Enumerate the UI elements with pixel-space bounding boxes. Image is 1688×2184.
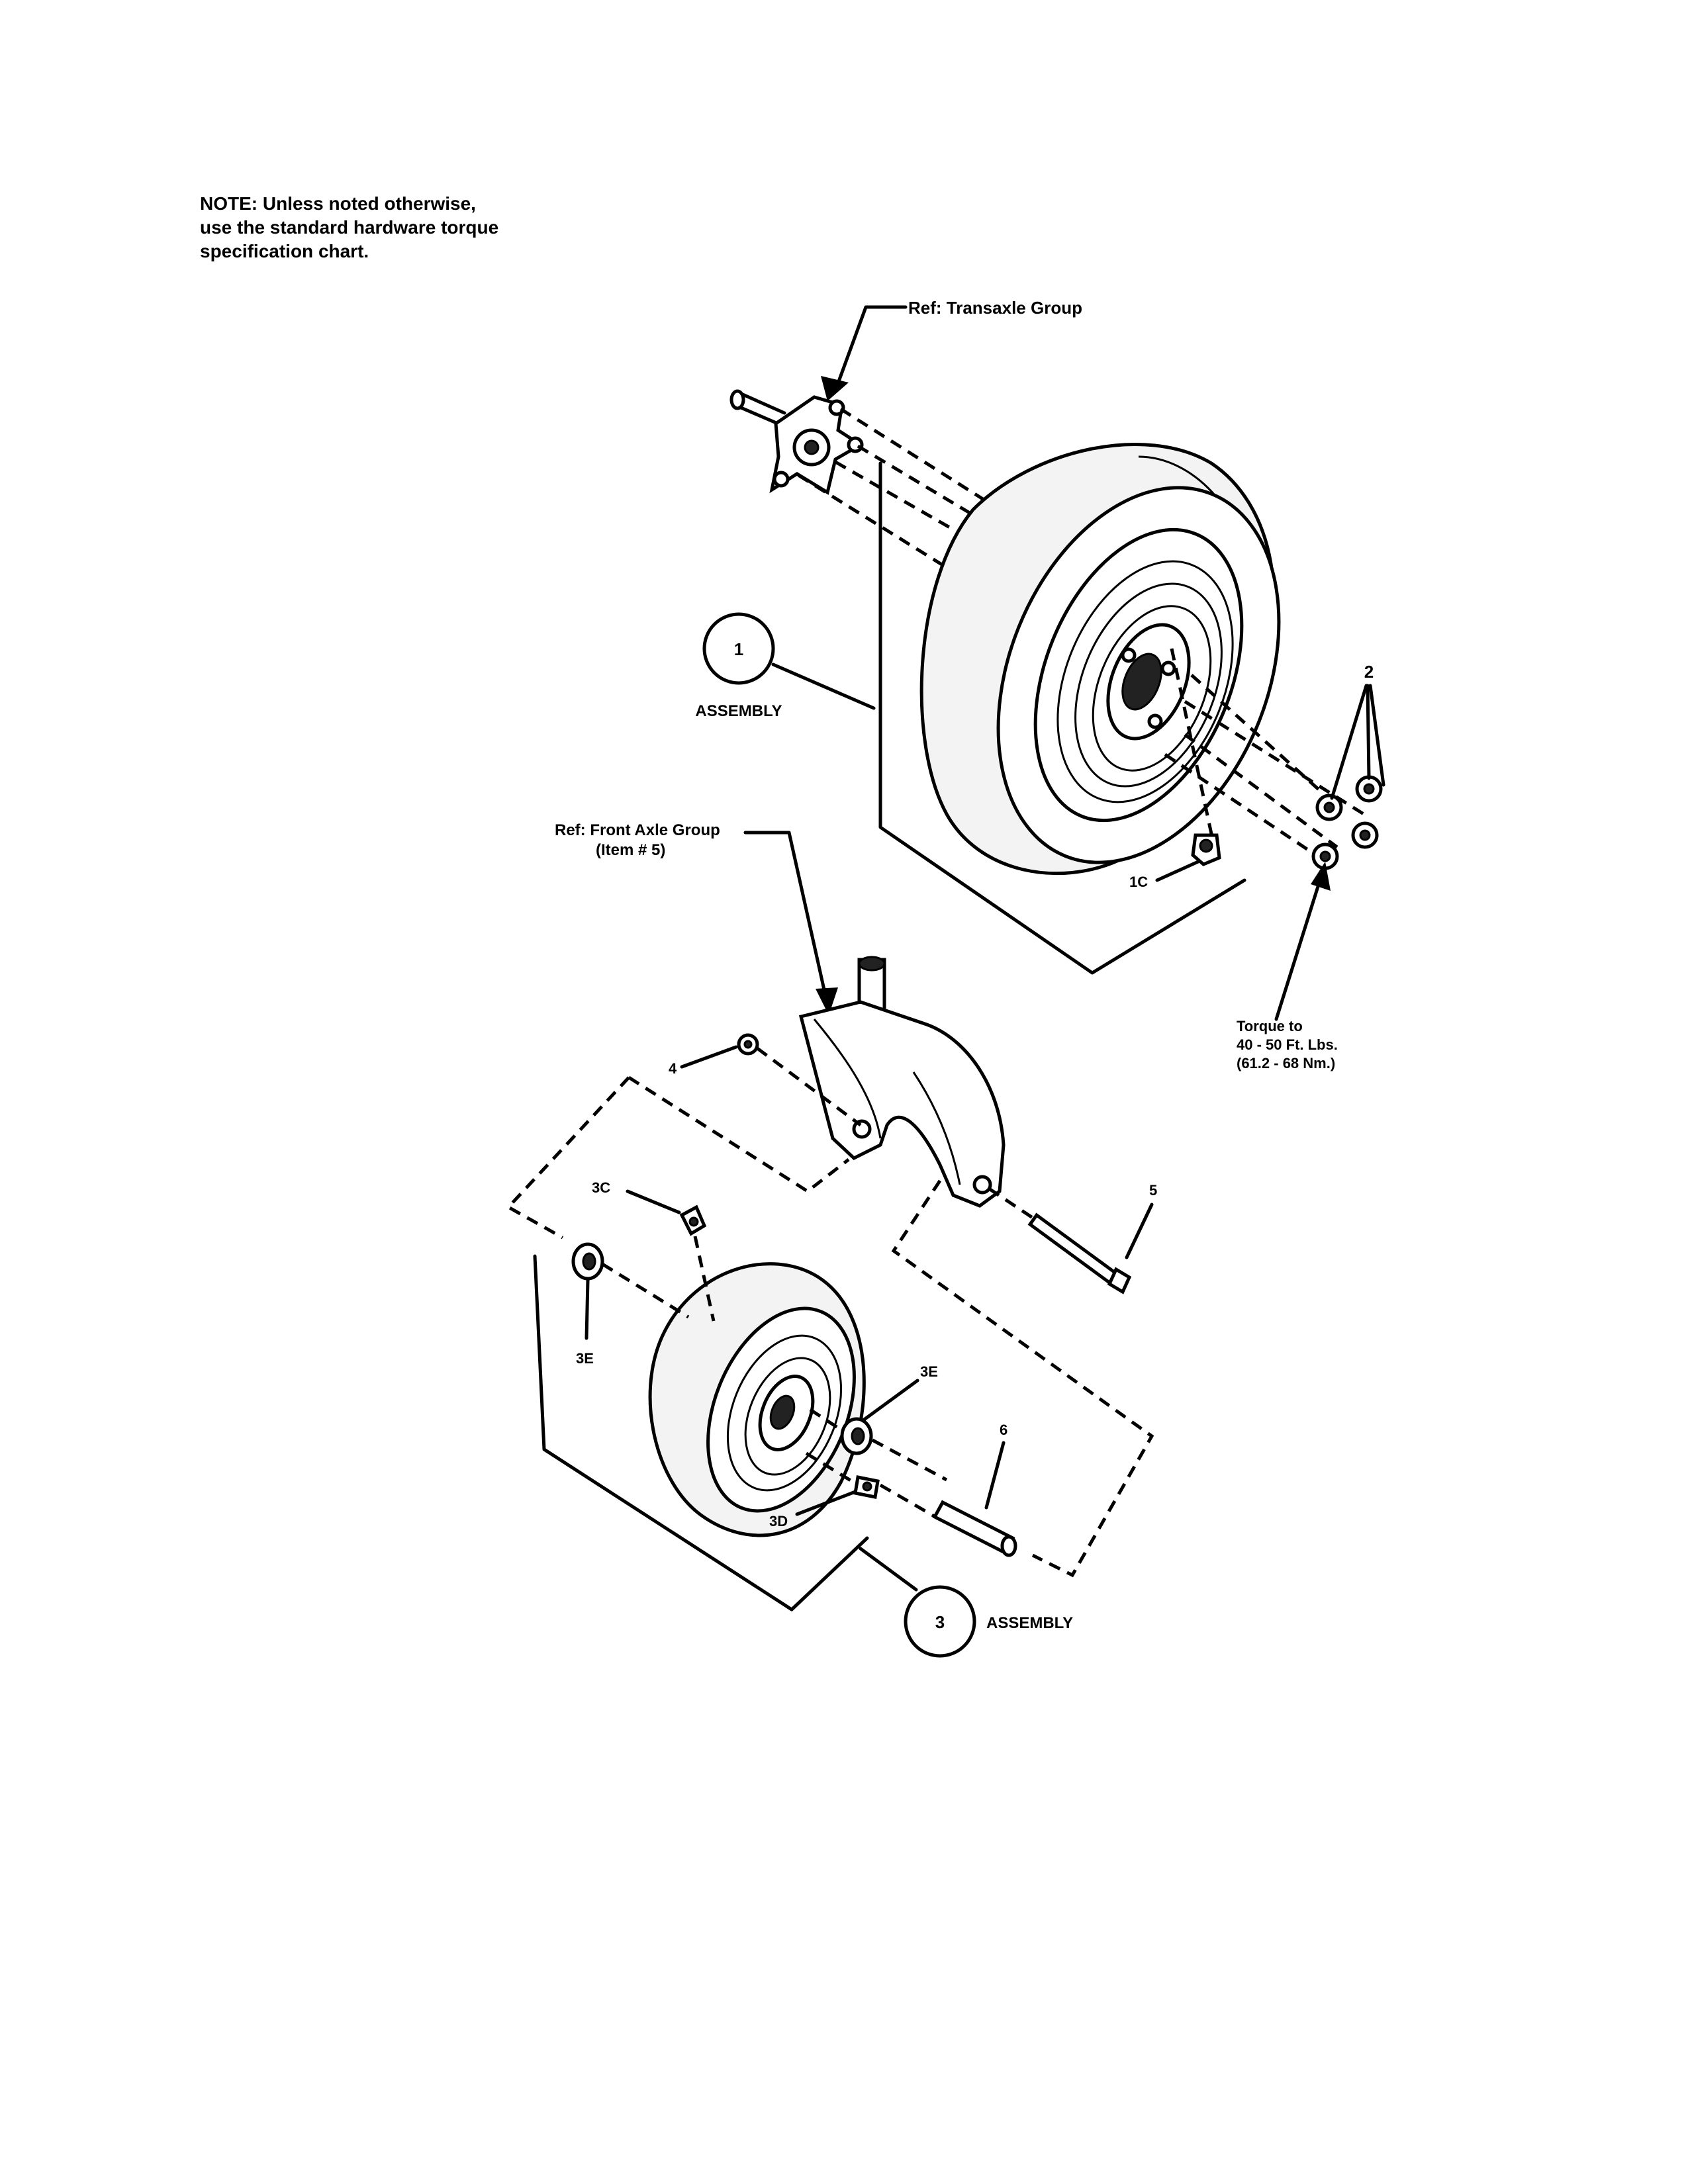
item2-callout: 2 bbox=[1330, 662, 1385, 800]
hub-stud-alignment-lines bbox=[797, 407, 1001, 578]
item1c-callout: 1C bbox=[1129, 860, 1200, 890]
item3c-label: 3C bbox=[592, 1179, 610, 1196]
grease-fitting-3c: 3C bbox=[592, 1179, 716, 1322]
item3-number: 3 bbox=[935, 1612, 945, 1632]
valve-stem-3d: 3D bbox=[769, 1451, 880, 1529]
note-line-2: use the standard hardware torque bbox=[200, 217, 499, 238]
note-line-1: NOTE: Unless noted otherwise, bbox=[200, 193, 476, 214]
caster-nut-4: 4 bbox=[669, 1033, 862, 1127]
spacer-3e-left: 3E bbox=[571, 1242, 690, 1367]
transaxle-shaft bbox=[729, 389, 786, 426]
item3e-left-label: 3E bbox=[576, 1350, 594, 1367]
rear-wheel-group bbox=[729, 389, 1383, 975]
ref-transaxle-label: Ref: Transaxle Group bbox=[908, 298, 1082, 318]
item1-assembly-bracket bbox=[878, 461, 1246, 975]
item3d-label: 3D bbox=[769, 1513, 788, 1529]
torque-line-2: 40 - 50 Ft. Lbs. bbox=[1237, 1036, 1338, 1053]
torque-line-3: (61.2 - 68 Nm.) bbox=[1237, 1055, 1335, 1071]
item3-assembly-bracket bbox=[533, 1254, 869, 1612]
ref-front-axle-line-2: (Item # 5) bbox=[596, 841, 665, 859]
caster-bolt-5: 5 bbox=[988, 1182, 1157, 1295]
item3-assembly-label: ASSEMBLY bbox=[986, 1614, 1073, 1632]
item1c-label: 1C bbox=[1129, 874, 1148, 890]
torque-callout: Torque to 40 - 50 Ft. Lbs. (61.2 - 68 Nm… bbox=[1237, 862, 1338, 1071]
ref-front-axle-callout: Ref: Front Axle Group (Item # 5) bbox=[555, 821, 838, 1015]
item4-label: 4 bbox=[669, 1060, 677, 1077]
wheel-hub bbox=[769, 395, 864, 495]
torque-line-1: Torque to bbox=[1237, 1018, 1303, 1034]
caster-rim bbox=[726, 1334, 843, 1492]
item1-balloon: 1 ASSEMBLY bbox=[695, 612, 876, 720]
item5-label: 5 bbox=[1149, 1182, 1157, 1199]
item1-assembly-label: ASSEMBLY bbox=[695, 702, 782, 720]
note-line-3: specification chart. bbox=[200, 241, 369, 261]
item2-label: 2 bbox=[1364, 662, 1374, 682]
axle-pin-6: 6 bbox=[879, 1422, 1017, 1557]
caster-envelope-dashes bbox=[506, 1075, 1154, 1578]
item6-label: 6 bbox=[1000, 1422, 1008, 1438]
item3e-right-label: 3E bbox=[920, 1363, 938, 1380]
spacer-3e-right: 3E bbox=[809, 1363, 948, 1482]
item3-balloon: 3 ASSEMBLY bbox=[859, 1547, 1073, 1658]
hardware-torque-note: NOTE: Unless noted otherwise, use the st… bbox=[200, 192, 571, 263]
item1-number: 1 bbox=[734, 639, 743, 659]
ref-front-axle-line-1: Ref: Front Axle Group bbox=[555, 821, 720, 839]
valve-stem-1c bbox=[1170, 648, 1221, 866]
ref-transaxle-callout: Ref: Transaxle Group bbox=[821, 298, 1082, 401]
caster-fork bbox=[798, 956, 1006, 1208]
